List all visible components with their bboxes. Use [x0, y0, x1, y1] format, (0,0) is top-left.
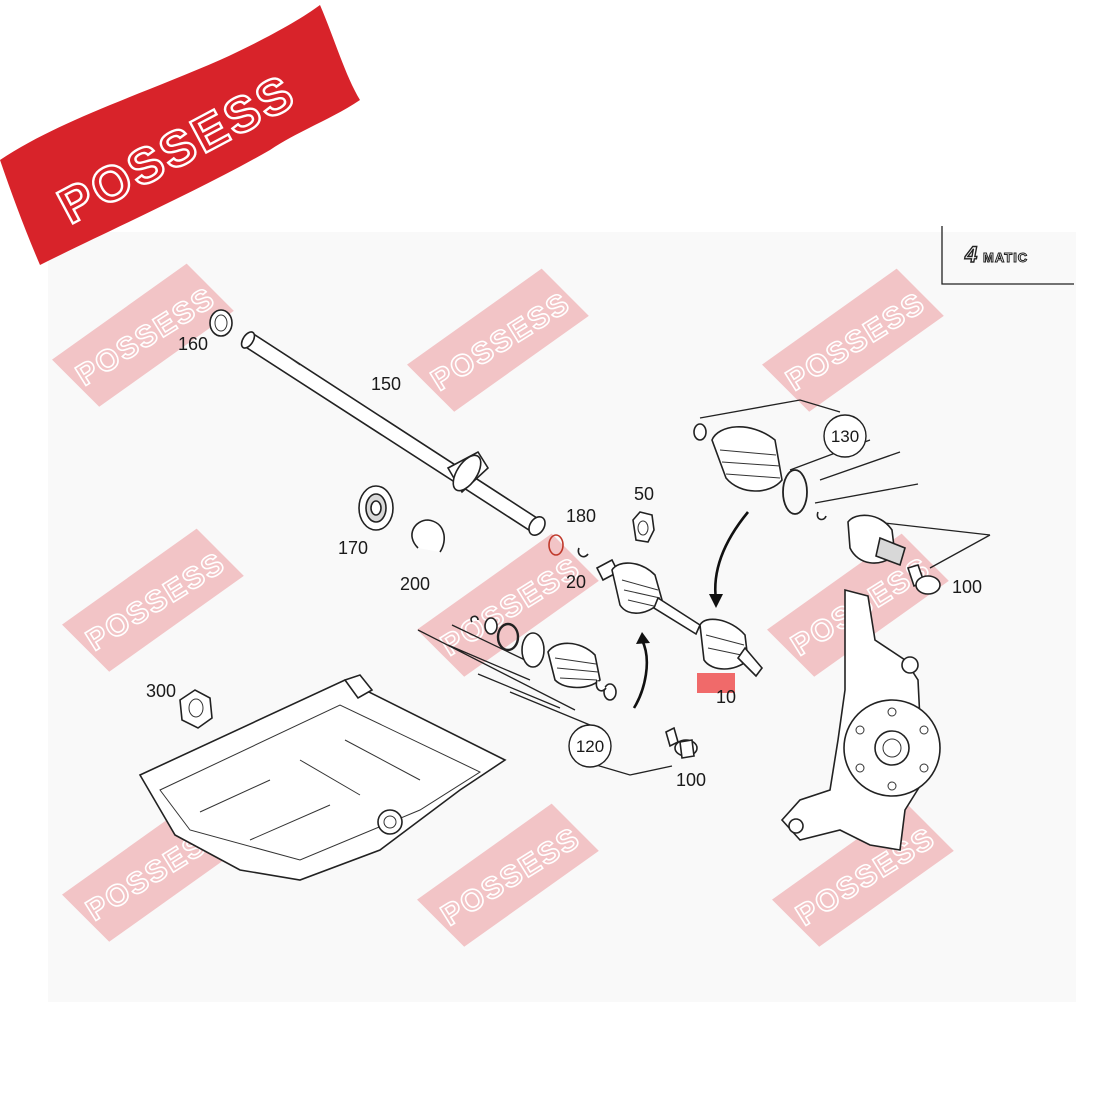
badge-suffix: MATIC [983, 250, 1028, 265]
part-180-seal-ring [548, 534, 564, 556]
callout-120: 120 [576, 737, 604, 756]
callout-20: 20 [566, 572, 586, 592]
callout-170: 170 [338, 538, 368, 558]
4matic-badge: 4 MATIC [941, 226, 1074, 285]
steering-knuckle [780, 588, 941, 851]
banner-shape [0, 5, 360, 265]
highlight-marker [697, 673, 735, 693]
part-50-washer [632, 511, 655, 543]
callout-130: 130 [831, 427, 859, 446]
brand-banner: POSSESS [0, 5, 360, 265]
part-100-bolt-lower [665, 726, 698, 759]
part-170-bearing [358, 485, 394, 531]
callout-120-circle: 120 [568, 724, 612, 768]
callout-150: 150 [371, 374, 401, 394]
callout-200: 200 [400, 574, 430, 594]
callout-160: 160 [178, 334, 208, 354]
callout-180: 180 [566, 506, 596, 526]
callout-10: 10 [716, 687, 736, 707]
part-20-clip [577, 547, 589, 558]
part-120-boot-kit [417, 615, 673, 776]
callout-100-upper: 100 [952, 577, 982, 597]
part-300-nut [179, 689, 213, 729]
part-200-snap-ring [411, 519, 445, 553]
part-130-boot-kit [693, 399, 991, 569]
callout-100-lower: 100 [676, 770, 706, 790]
part-100-bolt-upper [906, 564, 941, 595]
oil-pan [138, 674, 507, 881]
assembly-arrows [632, 511, 750, 709]
badge-prefix: 4 [964, 242, 977, 267]
part-150-intermediate-shaft [240, 331, 546, 537]
part-160-ring [209, 309, 233, 337]
callout-300: 300 [146, 681, 176, 701]
part-10-axle-assembly [595, 558, 764, 693]
callout-130-circle: 130 [823, 414, 867, 458]
callout-50: 50 [634, 484, 654, 504]
